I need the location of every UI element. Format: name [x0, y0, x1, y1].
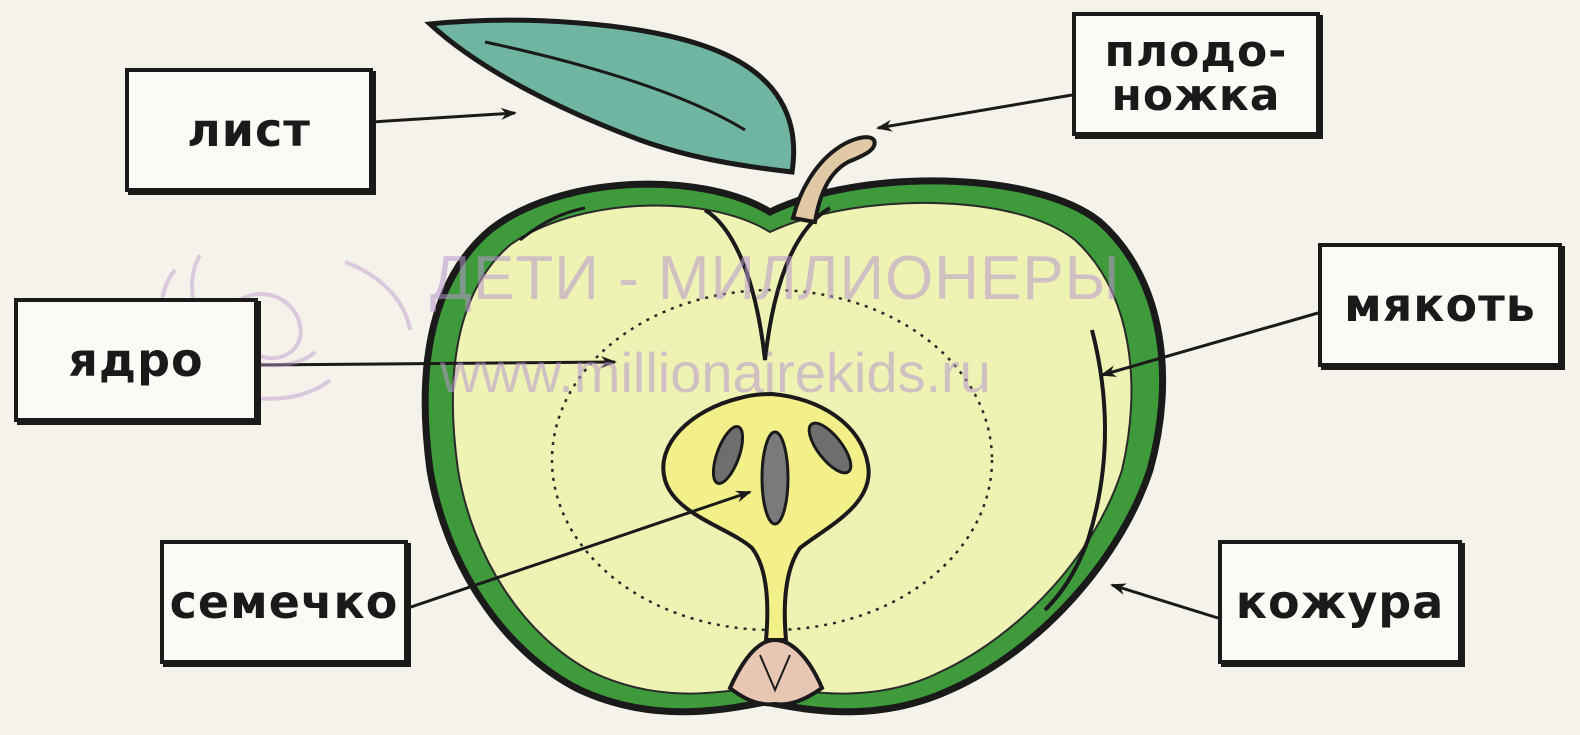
arrow-skin	[1112, 585, 1218, 618]
label-leaf-text: лист	[187, 107, 311, 153]
label-skin: кожура	[1218, 540, 1462, 664]
label-core: ядро	[14, 298, 258, 422]
label-stem: плодо- ножка	[1072, 12, 1320, 136]
label-stem-text-line1: плодо-	[1105, 30, 1288, 74]
label-flesh-text: мякоть	[1344, 282, 1536, 328]
arrow-stem	[878, 95, 1072, 128]
seed-middle	[762, 432, 788, 524]
label-stem-text-line2: ножка	[1112, 74, 1281, 118]
label-flesh: мякоть	[1318, 243, 1562, 367]
arrow-leaf	[372, 113, 515, 122]
label-seed: семечко	[160, 540, 408, 664]
apple-leaf	[430, 20, 794, 172]
watermark-line2: www.millionairekids.ru	[440, 340, 991, 405]
watermark-line1: ДЕТИ - МИЛЛИОНЕРЫ	[430, 243, 1121, 314]
label-seed-text: семечко	[170, 579, 399, 625]
label-skin-text: кожура	[1236, 579, 1445, 625]
label-core-text: ядро	[68, 337, 203, 383]
label-leaf: лист	[125, 68, 373, 192]
